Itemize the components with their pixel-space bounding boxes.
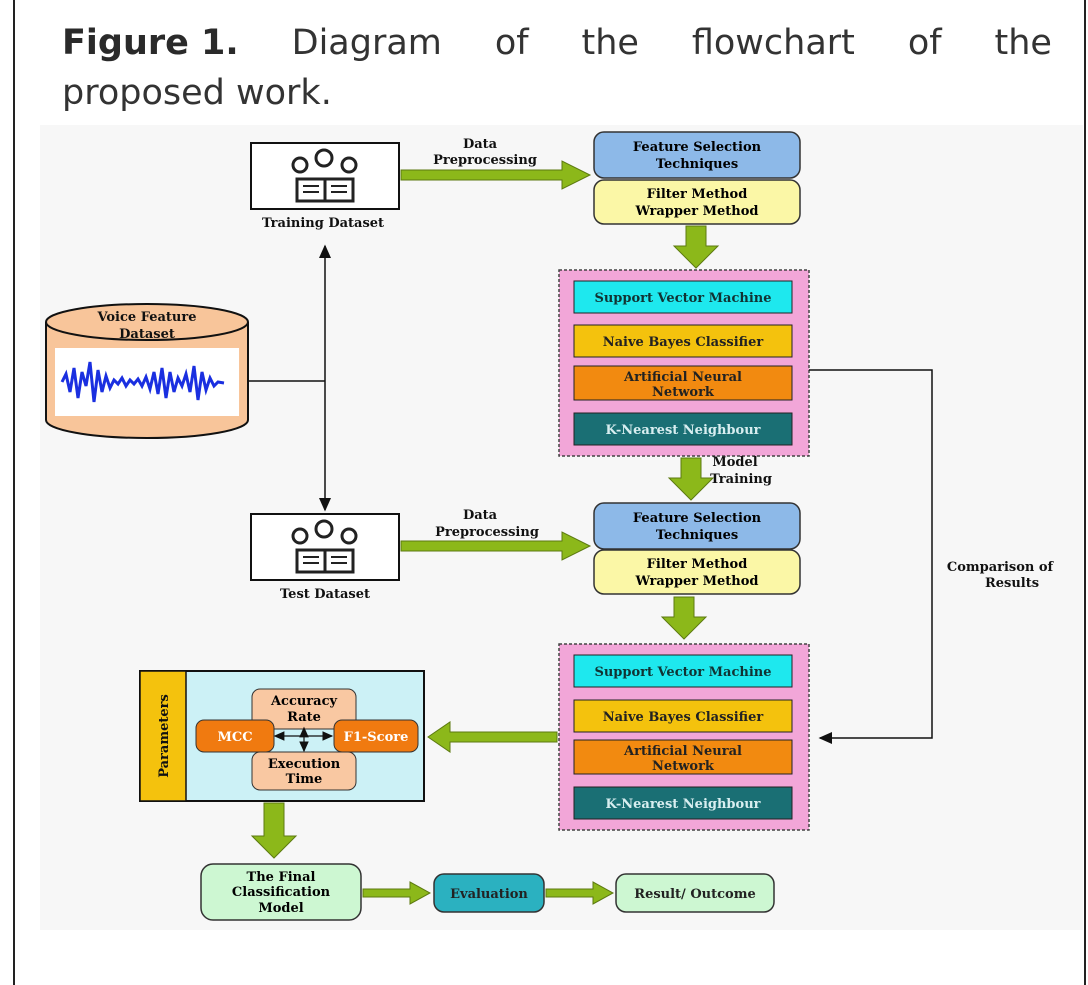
ann-label: Network <box>652 385 715 400</box>
classifier-block-top: Support Vector Machine Naive Bayes Class… <box>558 269 810 457</box>
parameters-block: Parameters Accuracy Rate MCC F1-Score Ex… <box>139 670 425 802</box>
figure-caption: Figure 1. Diagram of the flowchart of th… <box>62 18 1062 118</box>
caption-word: the <box>581 23 639 63</box>
down-arrow <box>660 596 708 640</box>
figure-label: Figure 1. <box>62 23 239 63</box>
feature-selection-block-top: Feature Selection Techniques Filter Meth… <box>593 131 801 225</box>
wrapper-method-label: Wrapper Method <box>635 574 759 589</box>
voice-dataset-label-1: Voice Feature <box>96 310 196 325</box>
caption-word: Diagram <box>291 23 442 63</box>
feature-selection-label: Feature Selection <box>633 140 762 155</box>
accuracy-label: Rate <box>287 710 321 725</box>
feature-selection-label: Techniques <box>656 157 738 172</box>
test-dataset-node: Test Dataset <box>250 513 400 602</box>
caption-word: of <box>494 23 529 63</box>
classifier-block-bottom: Support Vector Machine Naive Bayes Class… <box>558 643 810 831</box>
right-arrow <box>362 881 432 905</box>
gears-icon <box>291 148 358 203</box>
final-model-label: Model <box>258 901 303 916</box>
svm-label: Support Vector Machine <box>594 665 771 680</box>
dataset-split-connector <box>248 244 331 512</box>
result-label: Result/ Outcome <box>634 887 755 902</box>
filter-method-label: Filter Method <box>647 557 748 572</box>
naive-bayes-label: Naive Bayes Classifier <box>603 710 764 725</box>
ann-label: Network <box>652 759 715 774</box>
caption-line-2: proposed work. <box>62 73 332 113</box>
execution-time-label: Time <box>286 772 323 787</box>
test-dataset-label: Test Dataset <box>280 587 370 602</box>
feature-selection-label: Techniques <box>656 528 738 543</box>
data-preprocessing-label: Preprocessing <box>435 525 539 540</box>
model-training-label: Model <box>712 455 757 470</box>
filter-method-label: Filter Method <box>647 187 748 202</box>
voice-dataset-label-2: Dataset <box>119 327 175 342</box>
knn-label: K-Nearest Neighbour <box>606 797 761 812</box>
mcc-label: MCC <box>217 730 252 745</box>
ann-label: Artificial Neural <box>623 744 742 759</box>
parameters-label: Parameters <box>157 694 172 778</box>
data-preprocessing-label: Data <box>463 508 498 523</box>
down-arrow <box>667 457 715 501</box>
f1-score-label: F1-Score <box>344 730 409 745</box>
voice-feature-dataset-node: Voice Feature Dataset <box>45 303 249 439</box>
final-model-label: The Final <box>247 870 316 885</box>
waveform-icon <box>60 361 225 403</box>
preprocessing-arrow-bottom: Data Preprocessing <box>400 508 592 561</box>
svm-label: Support Vector Machine <box>594 291 771 306</box>
comparison-connector <box>809 369 933 744</box>
model-training-label: Training <box>710 472 772 487</box>
final-model-node: The Final Classification Model <box>200 863 362 921</box>
caption-word: of <box>907 23 942 63</box>
comparison-label: Comparison of <box>947 560 1055 575</box>
caption-word: flowchart <box>691 23 855 63</box>
final-model-label: Classification <box>232 885 331 900</box>
feature-selection-block-bottom: Feature Selection Techniques Filter Meth… <box>593 502 801 595</box>
preprocessing-arrow-top: Data Preprocessing <box>400 137 592 190</box>
down-arrow <box>250 802 298 859</box>
comparison-label: Results <box>985 576 1039 591</box>
right-arrow <box>545 881 615 905</box>
wrapper-method-label: Wrapper Method <box>635 204 759 219</box>
knn-label: K-Nearest Neighbour <box>606 423 761 438</box>
training-dataset-label: Training Dataset <box>262 216 384 231</box>
data-preprocessing-label: Data <box>463 137 498 152</box>
evaluation-label: Evaluation <box>450 887 528 902</box>
feature-selection-label: Feature Selection <box>633 511 762 526</box>
left-arrow <box>427 721 558 753</box>
evaluation-node: Evaluation <box>433 873 545 913</box>
training-dataset-node: Training Dataset <box>250 142 400 231</box>
caption-word: the <box>994 23 1052 63</box>
accuracy-label: Accuracy <box>270 694 338 709</box>
figure-frame <box>13 0 1086 985</box>
result-node: Result/ Outcome <box>615 873 775 913</box>
cross-arrows-icon <box>273 726 334 753</box>
execution-time-label: Execution <box>268 757 341 772</box>
data-preprocessing-label: Preprocessing <box>433 153 537 168</box>
ann-label: Artificial Neural <box>623 370 742 385</box>
down-arrow <box>672 225 720 269</box>
gears-icon <box>291 519 358 574</box>
naive-bayes-label: Naive Bayes Classifier <box>603 335 764 350</box>
